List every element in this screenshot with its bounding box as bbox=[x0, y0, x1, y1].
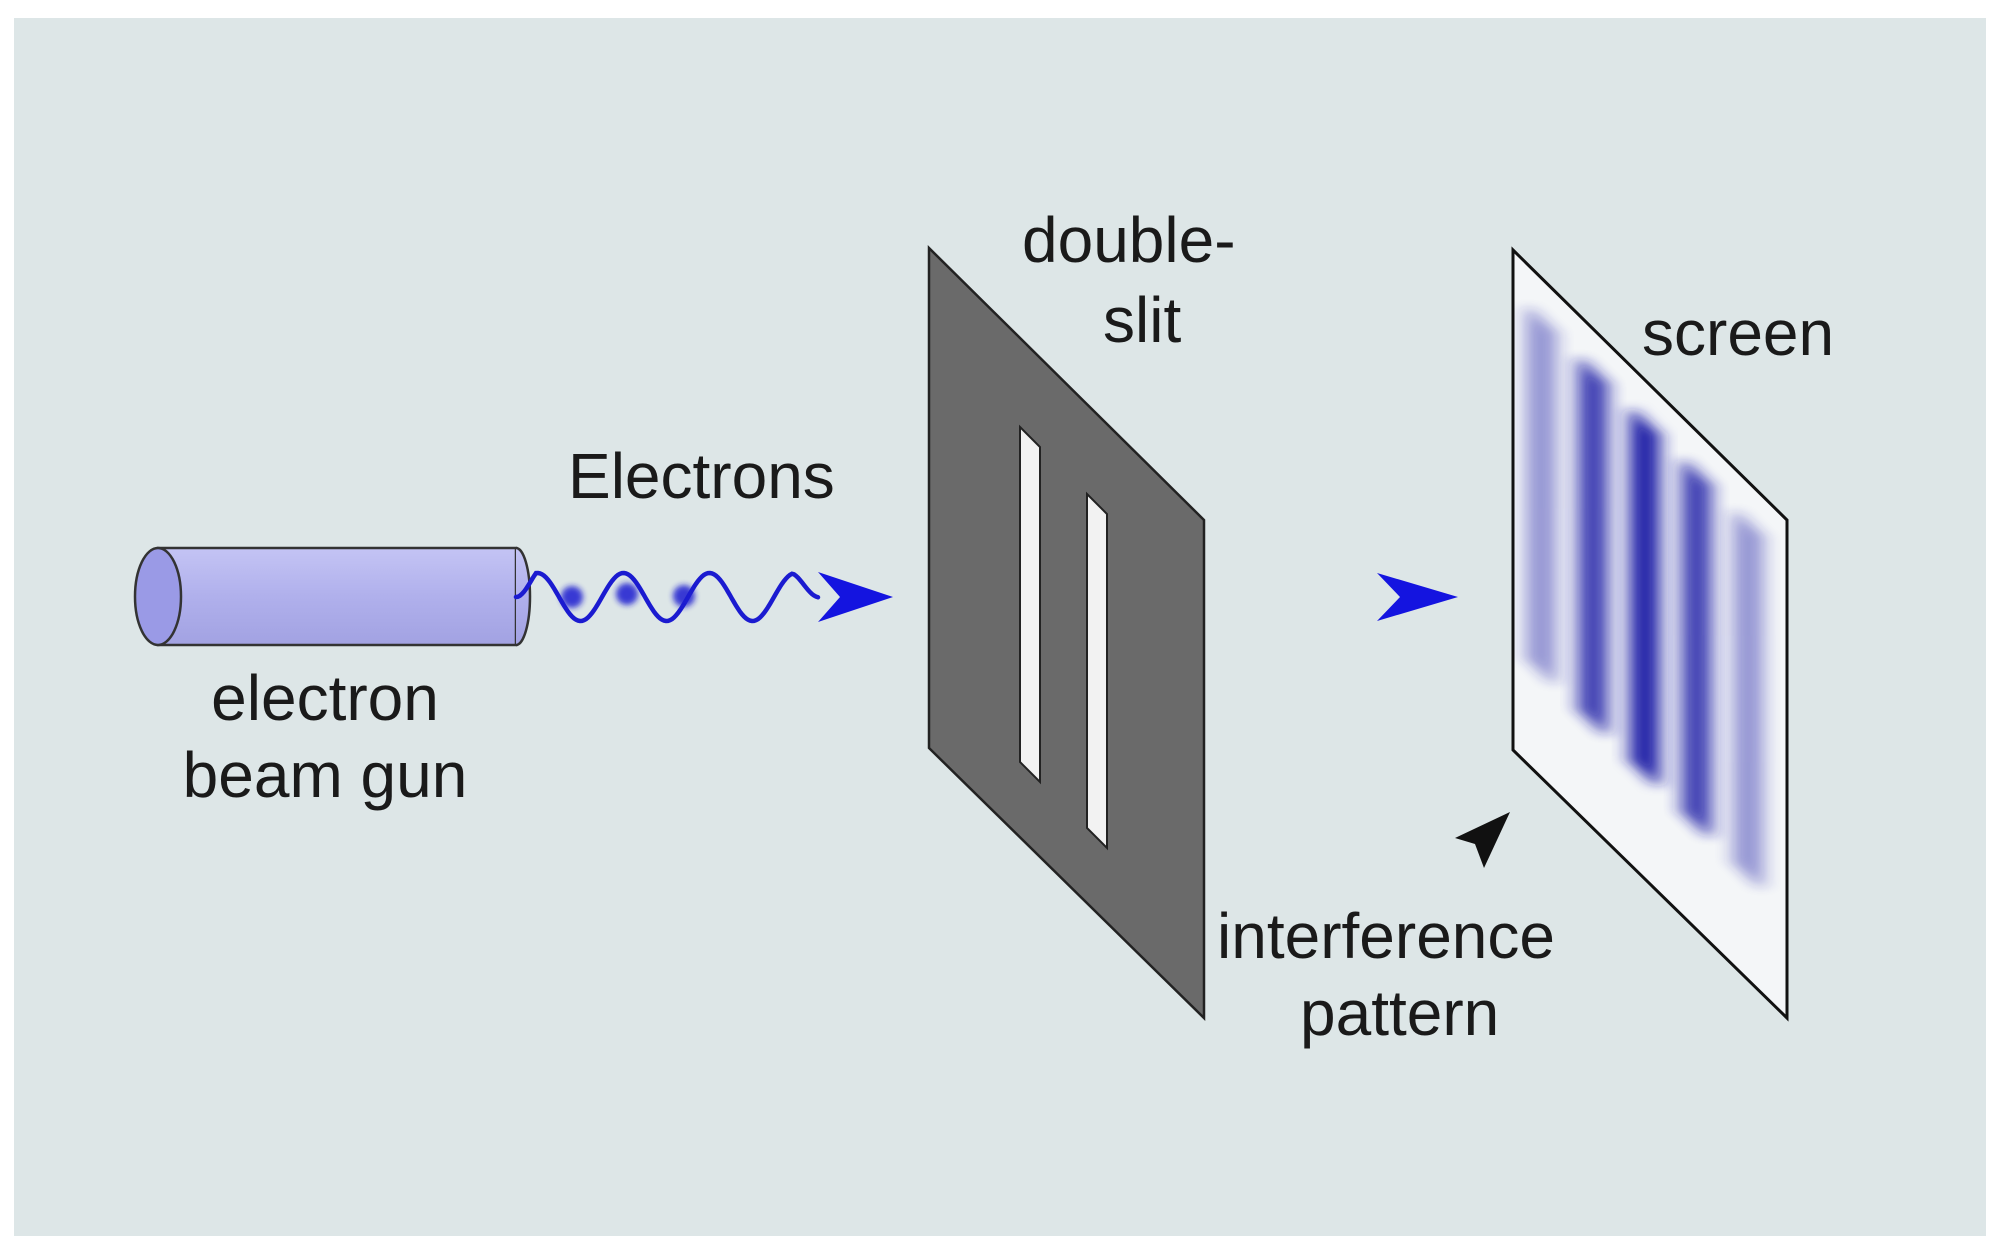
interference-fringe bbox=[1629, 405, 1660, 790]
slit-opening bbox=[1019, 424, 1041, 785]
gun-label-line1: electron bbox=[211, 662, 439, 734]
gun-front-cap bbox=[133, 546, 183, 647]
gun-back-edge bbox=[515, 546, 532, 647]
arrowhead-icon bbox=[1377, 573, 1458, 621]
interference-label-line2: pattern bbox=[1300, 977, 1499, 1049]
double-slit-plate bbox=[927, 245, 1206, 1021]
interference-fringe bbox=[1578, 354, 1609, 739]
gun-label-line2: beam gun bbox=[183, 739, 468, 811]
double-slit-label-line2: slit bbox=[1103, 284, 1181, 356]
electron-dot bbox=[673, 585, 695, 607]
slit-plate bbox=[927, 245, 1206, 1021]
electron-beam-gun bbox=[133, 546, 532, 647]
slit-opening bbox=[1086, 491, 1108, 851]
arrowhead-icon bbox=[818, 572, 893, 622]
interference-fringes bbox=[1526, 303, 1764, 892]
electrons-label: Electrons bbox=[568, 440, 835, 512]
wave-line bbox=[513, 570, 821, 624]
interference-label-line1: interference bbox=[1217, 900, 1555, 972]
screen-label: screen bbox=[1642, 297, 1834, 369]
detector-screen bbox=[1511, 246, 1789, 1022]
electron-wave bbox=[513, 570, 821, 624]
electron-dot bbox=[561, 586, 583, 608]
double-slit-label-line1: double- bbox=[1022, 204, 1236, 276]
interference-fringe bbox=[1733, 507, 1764, 892]
screen-outline bbox=[1511, 246, 1789, 1022]
gun-body bbox=[156, 546, 518, 647]
electron-dot bbox=[616, 583, 638, 605]
interference-fringe bbox=[1681, 456, 1712, 841]
pointer-arrow-icon bbox=[1455, 812, 1510, 868]
interference-fringe bbox=[1526, 303, 1557, 688]
